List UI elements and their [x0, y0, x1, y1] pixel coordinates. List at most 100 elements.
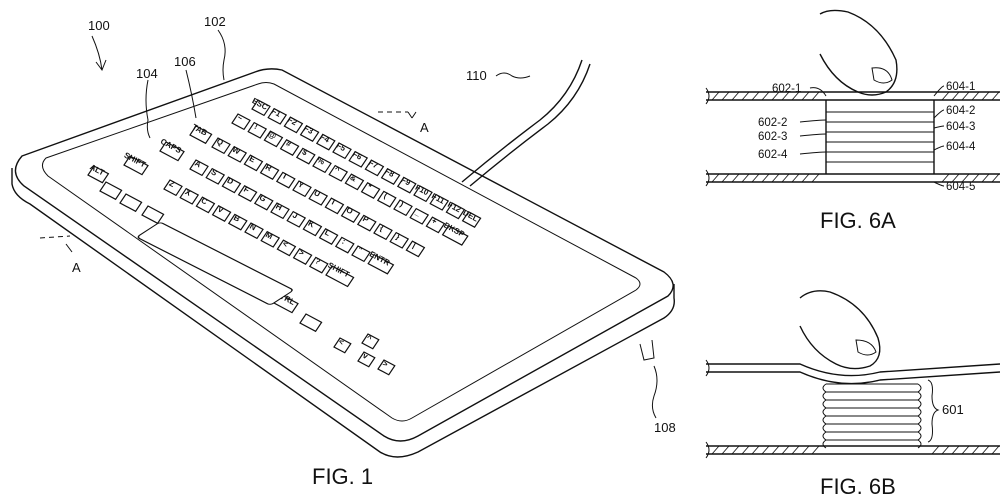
key-row4-7[interactable]: <	[276, 239, 297, 257]
key-fn-9[interactable]: F9	[396, 175, 417, 194]
key-fn-2-cap[interactable]	[283, 116, 304, 134]
key-fn-5-cap[interactable]	[332, 142, 352, 160]
key-row3-5[interactable]: H	[270, 202, 290, 220]
key-row1-3-cap[interactable]	[279, 139, 300, 156]
key-fn-11[interactable]: F11	[429, 191, 450, 211]
key-fn-13-cap[interactable]	[461, 211, 482, 228]
key-fn-4-cap[interactable]	[315, 133, 336, 151]
key-arrow-3[interactable]: >	[377, 359, 396, 376]
key-fn-7-cap[interactable]	[364, 159, 385, 177]
key-fn-8-cap[interactable]	[380, 168, 401, 185]
key-row2-9-cap[interactable]	[356, 214, 377, 232]
key-fn-2[interactable]: F2	[283, 115, 304, 134]
key-row2-3-cap[interactable]	[259, 163, 280, 180]
key-row3-9[interactable]: :	[334, 236, 355, 254]
key-shift-right[interactable]: SHIFT	[325, 261, 355, 288]
key-row2-7-cap[interactable]	[324, 197, 345, 215]
key-fn-5[interactable]: F5	[332, 141, 352, 160]
spacebar[interactable]	[137, 222, 294, 305]
key-fn-12-cap[interactable]	[445, 202, 466, 220]
key-alt-cap[interactable]	[87, 165, 110, 184]
key-row4-2[interactable]: C	[195, 196, 216, 214]
key-row4-3-cap[interactable]	[211, 205, 232, 222]
key-blank-lower-cap[interactable]	[299, 313, 323, 333]
key-row3-2-cap[interactable]	[221, 176, 242, 194]
key-enter[interactable]: ENTR	[367, 249, 395, 275]
key-row4-1-cap[interactable]	[179, 187, 200, 205]
key-row4-2-cap[interactable]	[195, 196, 216, 214]
key-row3-8-cap[interactable]	[318, 228, 339, 245]
key-row1-12[interactable]: +	[425, 216, 446, 234]
key-row1-1-cap[interactable]	[247, 121, 268, 139]
key-blank-0[interactable]	[99, 181, 123, 201]
key-row2-10[interactable]: {	[373, 223, 393, 241]
key-row1-12-cap[interactable]	[425, 216, 446, 234]
key-row1-1[interactable]: !	[247, 121, 268, 139]
key-shift-left[interactable]: SHIFT	[123, 151, 149, 176]
key-row4-8[interactable]: >	[292, 248, 313, 265]
key-row3-1[interactable]: S	[205, 167, 226, 185]
key-row3-7[interactable]: K	[302, 219, 323, 237]
key-row4-7-cap[interactable]	[276, 239, 297, 257]
key-row2-0-cap[interactable]	[211, 137, 231, 155]
key-tab-cap[interactable]	[189, 125, 213, 145]
key-fn-9-cap[interactable]	[396, 176, 417, 194]
key-blank-1-cap[interactable]	[119, 193, 143, 213]
key-row4-9-cap[interactable]	[308, 256, 329, 274]
key-row2-4[interactable]: T	[275, 171, 296, 189]
key-row3-4-cap[interactable]	[253, 193, 274, 211]
key-row1-6-cap[interactable]	[328, 164, 349, 182]
key-row4-3[interactable]: V	[211, 205, 232, 222]
key-fn-1-cap[interactable]	[267, 107, 288, 125]
key-row2-11[interactable]: }	[389, 231, 410, 249]
key-row2-2-cap[interactable]	[243, 154, 264, 172]
key-alt[interactable]: ALT	[87, 162, 110, 184]
key-row2-0[interactable]: Q	[211, 137, 231, 155]
key-row1-2-cap[interactable]	[263, 130, 284, 148]
key-fn-3[interactable]: F3	[299, 124, 320, 142]
key-row4-0[interactable]: Z	[163, 179, 183, 197]
key-row4-9[interactable]: ?	[308, 256, 329, 274]
key-caps-cap[interactable]	[159, 141, 185, 162]
key-row1-9[interactable]: (	[376, 190, 397, 208]
key-fn-6[interactable]: F6	[348, 149, 369, 168]
key-row3-8[interactable]: L	[318, 228, 339, 245]
key-arrow-2[interactable]: v	[357, 351, 376, 368]
key-row2-12-cap[interactable]	[405, 240, 426, 258]
key-fn-0-cap[interactable]	[251, 99, 271, 117]
key-arrow-3-cap[interactable]	[377, 359, 396, 376]
key-fn-1[interactable]: F1	[267, 106, 288, 125]
key-row1-10[interactable]: )	[393, 199, 413, 217]
key-row2-5-cap[interactable]	[292, 180, 312, 198]
key-row2-10-cap[interactable]	[373, 223, 393, 241]
key-row2-7[interactable]: I	[324, 197, 345, 215]
key-fn-0[interactable]: ESC	[251, 96, 271, 117]
key-row2-3[interactable]: R	[259, 162, 280, 180]
key-arrow-0-cap[interactable]	[333, 337, 352, 354]
key-tab[interactable]: TAB	[189, 122, 213, 145]
key-row4-4-cap[interactable]	[227, 213, 248, 231]
key-arrow-0[interactable]: <	[333, 337, 352, 354]
key-blank-0-cap[interactable]	[99, 181, 123, 201]
key-row1-4[interactable]: $	[295, 147, 316, 165]
key-row3-9-cap[interactable]	[334, 236, 355, 254]
key-row3-10-cap[interactable]	[351, 245, 371, 263]
key-fn-6-cap[interactable]	[348, 150, 369, 168]
key-fn-8[interactable]: F8	[380, 167, 401, 185]
key-shift-left-cap[interactable]	[123, 155, 149, 176]
key-row2-1-cap[interactable]	[227, 145, 248, 163]
key-row1-11[interactable]: _	[409, 207, 430, 225]
key-bksp[interactable]: BKSP	[441, 221, 469, 246]
key-fn-10-cap[interactable]	[413, 185, 433, 203]
key-fn-10[interactable]: F10	[413, 183, 433, 203]
key-row1-0[interactable]: ~	[231, 113, 251, 131]
key-row4-6-cap[interactable]	[260, 230, 281, 248]
key-blank-2-cap[interactable]	[141, 205, 165, 225]
key-row1-0-cap[interactable]	[231, 113, 251, 131]
key-row1-5-cap[interactable]	[312, 156, 332, 174]
key-blank-2[interactable]	[141, 205, 165, 225]
key-row1-5[interactable]: %	[312, 155, 332, 174]
key-row2-5[interactable]: Y	[292, 180, 312, 198]
key-row3-7-cap[interactable]	[302, 219, 323, 237]
key-row2-8[interactable]: O	[340, 205, 361, 223]
